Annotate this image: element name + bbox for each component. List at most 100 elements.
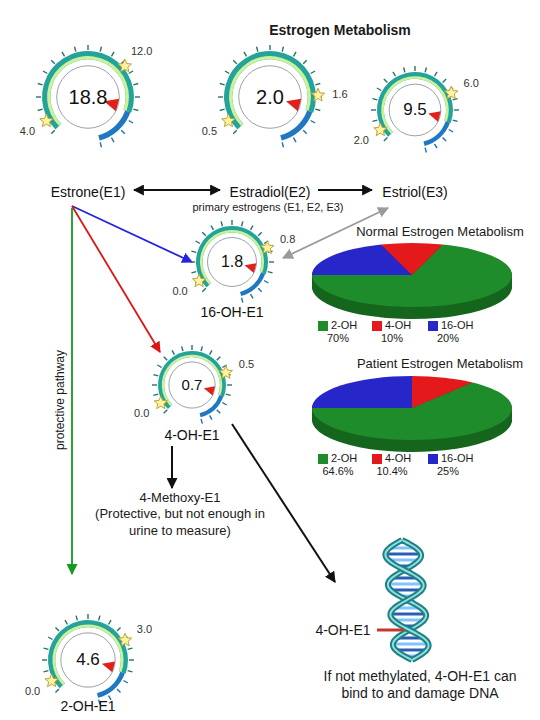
gauge-dial [42, 614, 134, 704]
legend-swatch [318, 321, 328, 331]
gauge-tick [87, 614, 88, 619]
pie-top [312, 243, 512, 307]
gauge-name: Estrone(E1) [51, 184, 126, 201]
gauge-tick [117, 627, 121, 631]
dna-rung [390, 613, 426, 616]
pie-title: Normal Estrogen Metabolism [356, 224, 524, 240]
node-note: (Protective, but not enough in urine to … [85, 506, 275, 539]
gauge-tick [222, 403, 226, 406]
gauge-tick [99, 616, 100, 621]
range-star [192, 274, 205, 287]
gauge-tick [311, 121, 315, 124]
gauge-face [208, 238, 257, 287]
gauge-tick [377, 88, 381, 91]
pie-top [312, 376, 512, 440]
gauge-tick [191, 251, 196, 252]
gauge-tick [87, 45, 88, 50]
gauge-tick [268, 272, 273, 273]
gauge: 9.52.06.0Estriol(E3) [335, 58, 495, 204]
gauge-tick [133, 84, 138, 85]
pie-side [312, 244, 512, 308]
gauge-tick [51, 60, 55, 64]
gauge-tick [164, 410, 168, 414]
gauge-tick [233, 130, 237, 134]
gauge-tick [218, 96, 223, 97]
gauge-pointer [102, 661, 115, 672]
gauge-tick [196, 241, 200, 244]
gauge-face [61, 633, 115, 687]
gauge: 1.80.00.816-OH-E1 [152, 212, 312, 324]
gauge-band [224, 51, 316, 130]
gauge-tick [414, 66, 415, 71]
range-high: 1.6 [332, 88, 347, 101]
gauge-band [158, 351, 226, 409]
gauge-tick [294, 52, 297, 56]
range-star [222, 114, 235, 127]
legend-text: 16-OH [441, 452, 473, 465]
range-star [45, 674, 58, 687]
legend-swatch [318, 454, 328, 464]
node-heading: 4-Methoxy-E1 [85, 490, 275, 506]
gauge-tick [372, 120, 377, 121]
gauge-tick [443, 79, 447, 83]
gauge-tick [384, 138, 388, 142]
gauge-tick [201, 346, 202, 351]
gauge-tick [172, 350, 175, 354]
gauge-tick [124, 681, 128, 684]
gauge-tick [38, 84, 43, 85]
legend-text: 2-OH [331, 452, 357, 465]
gauge-tick [153, 394, 158, 395]
dna-strand [385, 540, 428, 660]
gauge-tick [182, 346, 183, 351]
gauge-name: Estradiol(E2) [230, 184, 311, 201]
gauge-tick [44, 671, 49, 672]
gauge-band [196, 226, 268, 287]
gauge-tick [311, 71, 315, 74]
gauge-value: 9.5 [403, 100, 427, 120]
percent-label: 64.6% [322, 465, 353, 478]
dna-helix [377, 540, 429, 660]
gauge-tick [117, 689, 121, 693]
gauge-tick [164, 357, 168, 361]
binding-line [377, 629, 404, 632]
dna-illustration: 4-OH-E1If not methylated, 4-OH-E1 can bi… [300, 532, 535, 704]
gauge-tick [315, 84, 320, 85]
gauge-tick [269, 261, 274, 262]
gauge-tick [191, 345, 192, 350]
range-low: 0.0 [134, 407, 149, 420]
gauge-tick [135, 96, 140, 97]
gauge-tick [38, 109, 43, 110]
gauge-tick [303, 130, 307, 134]
gauge-tick [76, 616, 77, 621]
gauge-face [57, 66, 120, 129]
gauge-tick [372, 99, 377, 100]
gauge-tick [43, 71, 47, 74]
range-high: 12.0 [131, 45, 152, 58]
gauge-value: 18.8 [69, 85, 108, 109]
gauge-tick [202, 232, 206, 236]
connector [72, 206, 192, 262]
gauge-tick [282, 142, 283, 147]
dna-rung [385, 553, 421, 556]
legend-swatch [428, 454, 438, 464]
gauge-tick [55, 689, 59, 693]
connector [71, 208, 73, 574]
gauge-tick [201, 419, 202, 424]
pie-chart: Normal Estrogen Metabolism [300, 222, 535, 322]
percent-label: 10.4% [376, 465, 407, 478]
gauge-tick [303, 60, 307, 64]
range-low: 0.0 [25, 685, 40, 698]
gauge-tick [121, 130, 125, 134]
gauge-tick [231, 220, 232, 225]
range-star [154, 396, 167, 409]
gauge-value: 2.0 [256, 85, 284, 109]
gauge-tick [36, 96, 41, 97]
connector [232, 424, 335, 582]
gauge-tick [226, 394, 231, 395]
range-star [219, 366, 232, 379]
gauge-tick [244, 52, 247, 56]
range-star [374, 123, 387, 136]
node-shape [190, 37, 350, 204]
range-star [118, 633, 131, 646]
